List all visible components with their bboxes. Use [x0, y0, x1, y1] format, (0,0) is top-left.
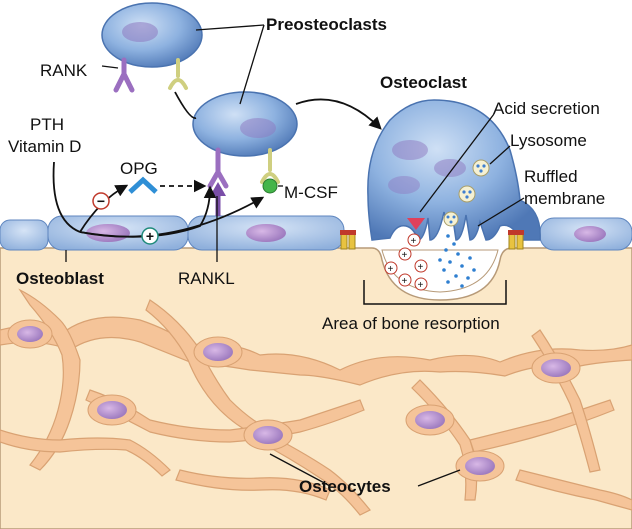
acid-secretion-pump: [407, 218, 425, 230]
osteoblast-nucleus: [86, 224, 130, 242]
osteocyte-nucleus: [253, 426, 283, 444]
leader-lines: [65, 24, 525, 487]
svg-text:+: +: [388, 264, 394, 275]
label-osteocytes: Osteocytes: [299, 477, 391, 496]
label-osteoclast: Osteoclast: [380, 73, 467, 92]
proton-ions: + + + + + +: [384, 233, 428, 291]
osteoclast: [367, 99, 541, 241]
label-ruffled: Ruffled: [524, 167, 578, 186]
label-osteoblast: Osteoblast: [16, 269, 104, 288]
svg-text:+: +: [418, 262, 424, 273]
osteocyte-bodies: [7, 319, 581, 482]
label-rankl: RANKL: [178, 269, 235, 288]
rank-receptor: [113, 57, 135, 93]
minus-sign: −: [97, 193, 105, 209]
mcsf-receptor: [168, 58, 188, 90]
mcsf-receptor: [260, 148, 280, 184]
osteocyte-nucleus: [17, 326, 43, 342]
mcsf-molecule: [262, 178, 278, 194]
lysosome: [458, 185, 476, 203]
svg-text:+: +: [411, 236, 417, 247]
arrow-icon: [295, 98, 382, 130]
opg-molecule: [128, 176, 158, 194]
preosteoclast-top: [101, 2, 203, 93]
resorption-bracket: [363, 280, 507, 305]
osteoblast-nucleus: [246, 224, 286, 242]
arrow-icon: [174, 91, 197, 119]
osteocyte-nucleus: [203, 343, 233, 361]
lining-nucleus: [574, 226, 606, 242]
minus-sign-icon: −: [92, 192, 110, 210]
plus-sign: +: [146, 228, 154, 244]
label-pth: PTH: [30, 115, 64, 134]
label-membrane: membrane: [524, 189, 605, 208]
svg-text:+: +: [402, 250, 408, 261]
arrows: [52, 91, 382, 238]
sealing-zone: [340, 230, 524, 250]
osteocyte-nucleus: [97, 401, 127, 419]
svg-text:+: +: [418, 280, 424, 291]
resorption-pit: + + + + + +: [381, 233, 499, 293]
label-opg: OPG: [120, 159, 158, 178]
label-lysosome: Lysosome: [510, 131, 587, 150]
osteocyte-nucleus: [465, 457, 495, 475]
lysosome: [443, 211, 459, 227]
plus-sign-icon: +: [141, 227, 159, 245]
rank-receptor: [207, 147, 229, 189]
label-vitamin-d: Vitamin D: [8, 137, 81, 156]
preosteoclast-bottom: [192, 91, 298, 189]
label-preosteoclasts: Preosteoclasts: [266, 15, 387, 34]
enzyme-dots: [438, 234, 476, 288]
svg-text:+: +: [402, 276, 408, 287]
arrow-icon: [79, 196, 265, 238]
osteocytes-network: [0, 288, 632, 516]
arrow-icon: [52, 161, 81, 233]
lysosome: [472, 159, 490, 177]
lining-cell: [0, 219, 49, 251]
label-acid-secretion: Acid secretion: [493, 99, 600, 118]
label-area-of-bone-resorption: Area of bone resorption: [322, 314, 500, 333]
osteocyte-nucleus: [415, 411, 445, 429]
rankl-molecule: [210, 182, 226, 216]
osteocyte-nucleus: [541, 359, 571, 377]
label-rank: RANK: [40, 61, 88, 80]
label-m-csf: M-CSF: [284, 183, 338, 202]
